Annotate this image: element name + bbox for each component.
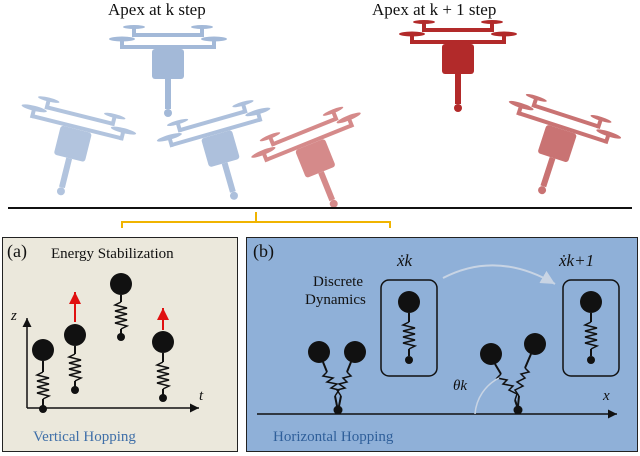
x-axis-label: x xyxy=(603,388,610,404)
angle-arc xyxy=(474,377,500,415)
drone-red-right xyxy=(484,88,626,213)
hopper-box-k1 xyxy=(580,291,602,364)
apex-k1-title: Apex at k + 1 step xyxy=(372,0,497,19)
state-box-k1 xyxy=(562,279,620,377)
drone-blue-left xyxy=(2,91,140,210)
discrete-dynamics-line1: Discrete xyxy=(313,274,363,290)
panel-vertical-hopping: (a) Energy Stabilization z t Vertical Ho… xyxy=(2,237,238,452)
hopper-4 xyxy=(152,308,174,402)
hopper-3 xyxy=(110,273,132,341)
bracket xyxy=(121,212,391,228)
transition-arrow xyxy=(442,264,556,285)
drone-blue-apex xyxy=(109,25,227,117)
apex-k-title: Apex at k step xyxy=(108,0,206,19)
t-axis-label: t xyxy=(199,388,204,404)
horizontal-hopping-caption: Horizontal Hopping xyxy=(273,429,394,445)
discrete-dynamics-line2: Dynamics xyxy=(305,292,366,308)
drone-blue-right xyxy=(153,94,292,215)
hopper-pair-left xyxy=(308,341,366,415)
vertical-hopping-caption: Vertical Hopping xyxy=(33,429,136,445)
panel-horizontal-hopping: (b) Discrete Dynamics ẋk ẋk+1 θk x Horiz… xyxy=(246,237,638,452)
drone-red-apex xyxy=(399,20,517,112)
state-k-label: ẋk xyxy=(397,251,413,270)
vertical-hopping-diagram xyxy=(22,273,199,413)
drone-illustration xyxy=(2,20,632,215)
hopper-pair-right xyxy=(480,333,546,415)
z-axis-label: z xyxy=(11,308,17,324)
panel-a-title: Energy Stabilization xyxy=(51,246,174,262)
hopper-1 xyxy=(32,339,54,413)
angle-label: θk xyxy=(453,378,468,394)
panel-b-label: (b) xyxy=(253,241,274,261)
panel-a-label: (a) xyxy=(7,241,27,261)
drone-red-left xyxy=(246,100,390,215)
hopper-2 xyxy=(64,292,86,394)
horizontal-hopping-diagram xyxy=(257,264,620,419)
hopper-box-k xyxy=(398,291,420,364)
state-k1-label: ẋk+1 xyxy=(559,251,595,270)
state-box-k xyxy=(380,279,438,377)
